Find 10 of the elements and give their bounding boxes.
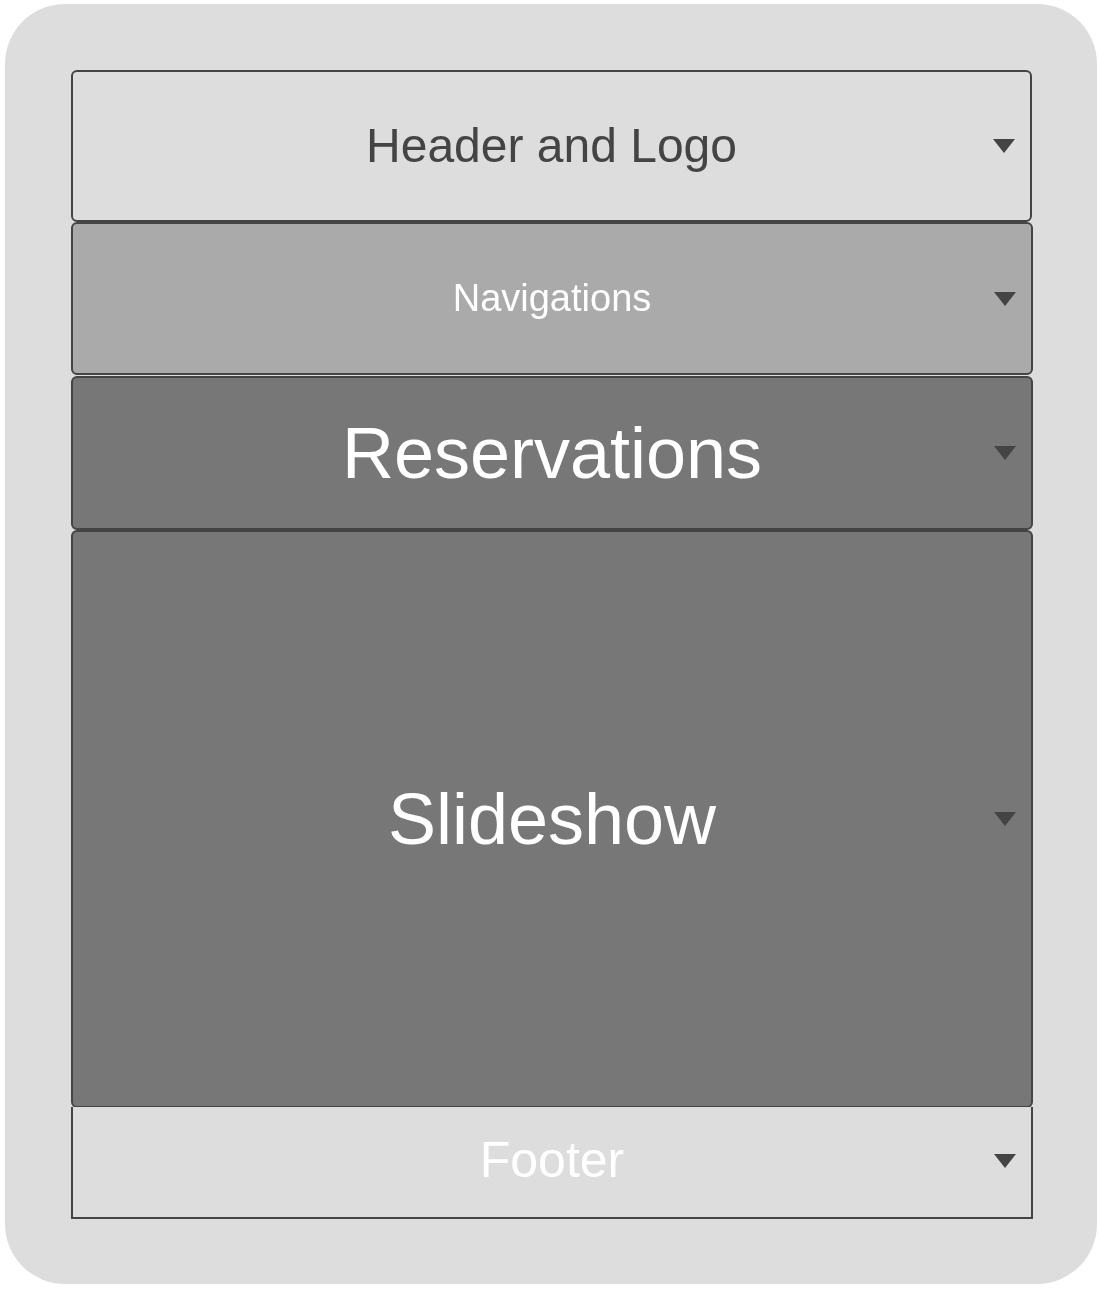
section-title: Header and Logo <box>366 118 737 174</box>
reservations-panel <box>71 376 1033 530</box>
section-title: Slideshow <box>387 777 717 861</box>
section-title: Navigations <box>452 276 652 321</box>
section-title: Reservations <box>341 411 763 495</box>
footer-panel <box>71 1107 1033 1219</box>
header-panel <box>71 70 1032 222</box>
navigation-panel <box>71 222 1033 375</box>
slideshow-panel <box>71 530 1033 1108</box>
device-frame <box>5 4 1097 1284</box>
